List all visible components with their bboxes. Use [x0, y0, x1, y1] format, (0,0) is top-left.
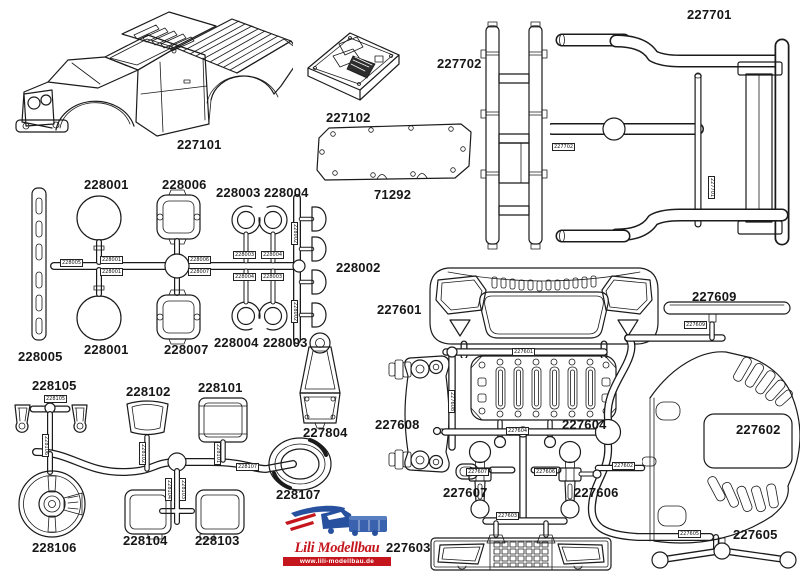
- sprue-tag: 227701: [708, 176, 715, 200]
- part-label-227102: 227102: [326, 110, 371, 125]
- sprue-tag: 228107: [236, 463, 260, 471]
- part-label-227804: 227804: [303, 425, 348, 440]
- part-label-228006: 228006: [162, 177, 207, 192]
- part-label-228004-top: 228004: [264, 185, 309, 200]
- brand-url: www.lili-modellbau.de: [283, 557, 391, 566]
- part-label-228106: 228106: [32, 540, 77, 555]
- sprue-tag: 228104: [165, 478, 172, 502]
- part-label-228101: 228101: [198, 380, 243, 395]
- brand-truck-icon: [285, 505, 387, 536]
- sprue-tag: 228102: [139, 442, 146, 466]
- sprue-tag: 228105: [44, 395, 68, 403]
- slotted-plate-drawing: [470, 355, 617, 421]
- sprue-tag: 228003: [261, 273, 285, 281]
- roll-cage-drawing: [550, 33, 790, 246]
- part-label-227605: 227605: [733, 527, 778, 542]
- sprue-tag: 228004: [261, 251, 285, 259]
- part-label-228102: 228102: [126, 384, 171, 399]
- part-label-228003-bottom: 228003: [263, 335, 308, 350]
- bumper-drawing: [430, 537, 612, 571]
- part-label-227607: 227607: [443, 485, 488, 500]
- rear-panel-drawing: [316, 123, 472, 181]
- light-bar-drawing: [663, 301, 791, 323]
- part-label-227608: 227608: [375, 417, 420, 432]
- brand-name: Lili Modellbau: [294, 540, 380, 556]
- mount-drawing: [299, 332, 341, 429]
- sprue-tag: 228001: [100, 268, 124, 276]
- part-label-228001-top: 228001: [84, 177, 129, 192]
- ladder-frame-drawing: [480, 21, 548, 250]
- part-label-228104: 228104: [123, 533, 168, 548]
- interior-sprue-drawing: [14, 397, 332, 540]
- sprue-tag: 227601: [512, 348, 536, 356]
- part-label-227603: 227603: [386, 540, 431, 555]
- sprue-tag: 228003: [233, 251, 257, 259]
- interior-tub-drawing: [307, 32, 400, 101]
- part-label-227601: 227601: [377, 302, 422, 317]
- brand-logo: Lili Modellbau www.lili-modellbau.de: [283, 502, 391, 566]
- sprue-tag: 227602: [612, 462, 636, 470]
- part-label-227101: 227101: [177, 137, 222, 152]
- part-label-228007: 228007: [164, 342, 209, 357]
- lever-right-drawing: [558, 440, 602, 519]
- part-label-227602: 227602: [736, 422, 781, 437]
- part-label-228103: 228103: [195, 533, 240, 548]
- part-label-228002: 228002: [336, 260, 381, 275]
- sprue-tag: 227603: [496, 512, 520, 520]
- part-label-71292: 71292: [374, 187, 412, 202]
- truck-body-drawing: [15, 11, 293, 137]
- sprue-tag: 228006: [188, 256, 212, 264]
- sprue-tag: 228007: [188, 268, 212, 276]
- sprue-tag: 228101: [214, 442, 221, 466]
- part-label-228003-top: 228003: [216, 185, 261, 200]
- part-label-228105: 228105: [32, 378, 77, 393]
- sprue-tag: 228005: [60, 259, 84, 267]
- bracket-drawing: [388, 355, 450, 473]
- sprue-tag: 227609: [684, 321, 708, 329]
- part-label-228005: 228005: [18, 349, 63, 364]
- sprue-tag: 227606: [534, 468, 558, 476]
- sprue-tag: 228001: [100, 256, 124, 264]
- part-label-228001-bottom: 228001: [84, 342, 129, 357]
- sprue-tag: 228106: [42, 434, 49, 458]
- sprue-tag: 227604: [506, 427, 530, 435]
- sprue-tag: 228004: [233, 273, 257, 281]
- sprue-tag: 228002: [291, 300, 298, 324]
- part-label-227701: 227701: [687, 7, 732, 22]
- lever-left-drawing: [455, 440, 492, 519]
- sprue-tag: 227702: [552, 143, 576, 151]
- sprue-tag: 227607: [466, 468, 490, 476]
- sprue-tag: 228002: [291, 222, 298, 246]
- part-label-227606: 227606: [574, 485, 619, 500]
- sprue-tag: 227608: [448, 390, 455, 414]
- part-label-227702: 227702: [437, 56, 482, 71]
- part-label-228107: 228107: [276, 487, 321, 502]
- part-label-227604: 227604: [562, 417, 607, 432]
- sprue-tag: 227605: [678, 530, 702, 538]
- hood-drawing: [642, 351, 800, 544]
- sway-bar-drawing: [651, 537, 797, 569]
- part-label-228004-bottom: 228004: [214, 335, 259, 350]
- part-label-227609: 227609: [692, 289, 737, 304]
- sprue-tag: 228103: [179, 478, 186, 502]
